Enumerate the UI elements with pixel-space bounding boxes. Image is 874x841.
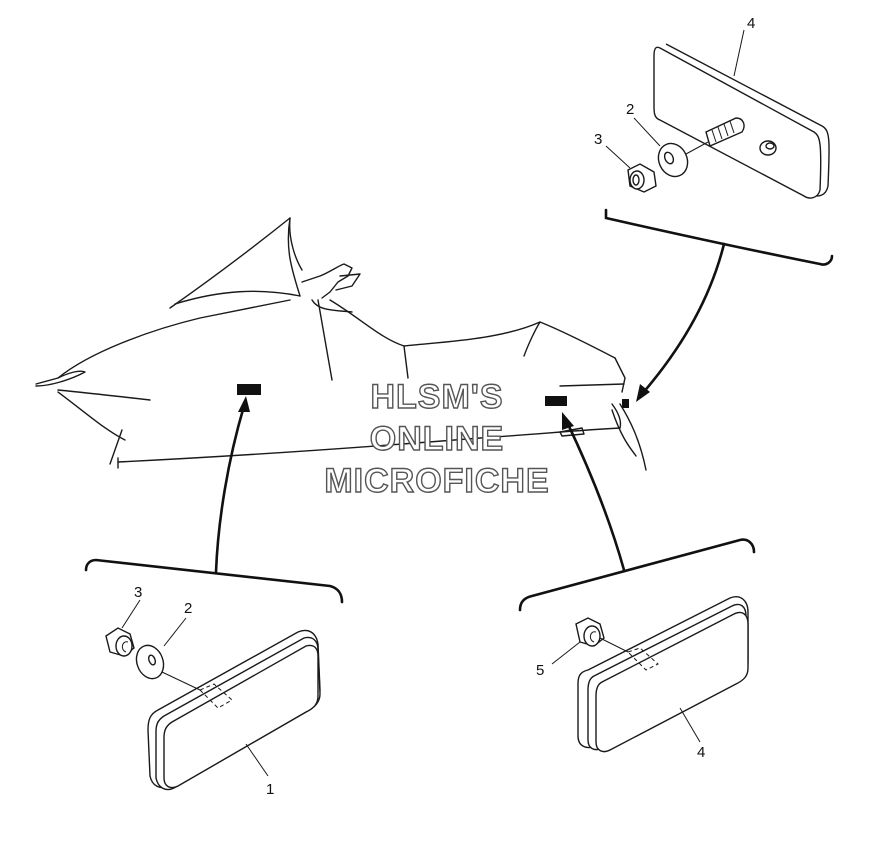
top-detail-arrow <box>640 242 726 396</box>
left-reflector <box>147 629 321 791</box>
top-detail-bracket <box>604 208 834 266</box>
callout-top-washer: 2 <box>626 101 634 118</box>
reflector-location-rear <box>545 396 567 406</box>
right-nut <box>575 617 629 653</box>
right-detail-arrow <box>564 418 626 572</box>
right-reflector <box>577 596 749 753</box>
watermark-line-2: ONLINE <box>370 420 504 458</box>
left-washer <box>135 644 201 691</box>
callout-top-reflector: 4 <box>747 15 755 32</box>
callout-left-nut: 3 <box>134 584 142 601</box>
right-detail-group: 5 4 <box>518 412 756 761</box>
reflector-location-front <box>237 384 261 395</box>
reflector-location-tail <box>622 399 629 408</box>
top-reflector <box>653 43 830 199</box>
callout-right-nut: 5 <box>536 662 544 679</box>
callout-top-nut: 3 <box>594 131 602 148</box>
top-washer <box>657 141 709 178</box>
watermark-line-3: MICROFICHE <box>324 462 549 500</box>
callout-right-reflector: 4 <box>697 744 705 761</box>
right-detail-bracket <box>518 538 756 612</box>
left-nut <box>105 627 135 657</box>
left-detail-arrow <box>214 404 246 574</box>
left-detail-group: 3 2 1 <box>84 396 344 798</box>
callout-left-washer: 2 <box>184 600 192 617</box>
top-detail-group: 4 2 3 <box>594 15 834 402</box>
watermark: HLSM'S ONLINE MICROFICHE <box>324 377 550 500</box>
left-arrow-head <box>238 396 250 412</box>
watermark-line-1: HLSM'S <box>370 378 503 416</box>
snowmobile-outline <box>35 217 647 471</box>
top-arrow-head <box>636 384 650 402</box>
left-detail-bracket <box>84 558 344 604</box>
callout-left-reflector: 1 <box>266 781 274 798</box>
top-nut <box>627 163 657 193</box>
right-arrow-head <box>562 412 574 430</box>
